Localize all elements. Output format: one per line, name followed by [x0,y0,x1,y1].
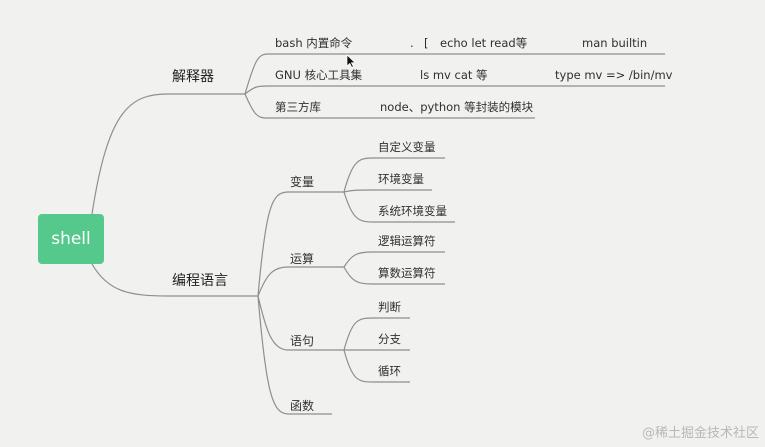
edge-statement-loop [343,349,410,383]
edge-variable-sysenv [343,191,455,223]
edge-interpreter-gnu [244,85,665,95]
gnu-detail-type: type mv => /bin/mv [555,68,673,82]
edge-programming-variable [257,191,344,297]
edge-statement-judge [343,317,410,351]
group-variable[interactable]: 变量 [290,175,315,189]
gnu-detail-tools: ls mv cat 等 [420,68,488,82]
interpreter-item-bash[interactable]: bash 内置命令 [275,36,353,50]
statement-branch[interactable]: 分支 [378,332,401,346]
statement-judge[interactable]: 判断 [378,300,401,314]
category-interpreter[interactable]: 解释器 [172,69,214,85]
bash-detail-dot: . [410,36,414,50]
edge-interpreter-thirdparty [244,93,535,119]
group-operation[interactable]: 运算 [290,252,315,266]
bash-detail-manual: man builtin [582,36,648,50]
variable-env[interactable]: 环境变量 [378,172,424,186]
edge-root-interpreter [91,93,245,215]
edge-interpreter-bash [244,53,665,95]
group-function[interactable]: 函数 [290,399,315,413]
root-node[interactable]: shell [38,214,104,264]
edge-root-programming [91,263,258,297]
operation-arith[interactable]: 算数运算符 [378,266,436,280]
bash-detail-bracket: [ [424,36,429,50]
operation-logic[interactable]: 逻辑运算符 [378,234,436,248]
category-programming[interactable]: 编程语言 [172,273,228,289]
edge-programming-operation [257,266,344,297]
thirdparty-detail: node、python 等封装的模块 [380,100,534,114]
interpreter-item-thirdparty[interactable]: 第三方库 [275,100,321,114]
group-statement[interactable]: 语句 [290,334,315,348]
edge-operation-logic [343,251,445,268]
statement-loop[interactable]: 循环 [378,364,401,378]
interpreter-item-gnu[interactable]: GNU 核心工具集 [275,68,363,82]
edge-operation-arith [343,266,445,285]
edge-variable-custom [343,157,445,193]
watermark: @稀土掘金技术社区 [641,426,759,441]
mouse-cursor-icon [346,54,356,68]
variable-sysenv[interactable]: 系统环境变量 [378,204,447,218]
bash-detail-commands: echo let read等 [440,36,528,50]
edge-programming-statement [257,295,344,351]
root-label: shell [51,229,91,249]
variable-custom[interactable]: 自定义变量 [378,140,436,154]
edge-programming-function [257,295,332,415]
edge-variable-env [343,189,432,193]
